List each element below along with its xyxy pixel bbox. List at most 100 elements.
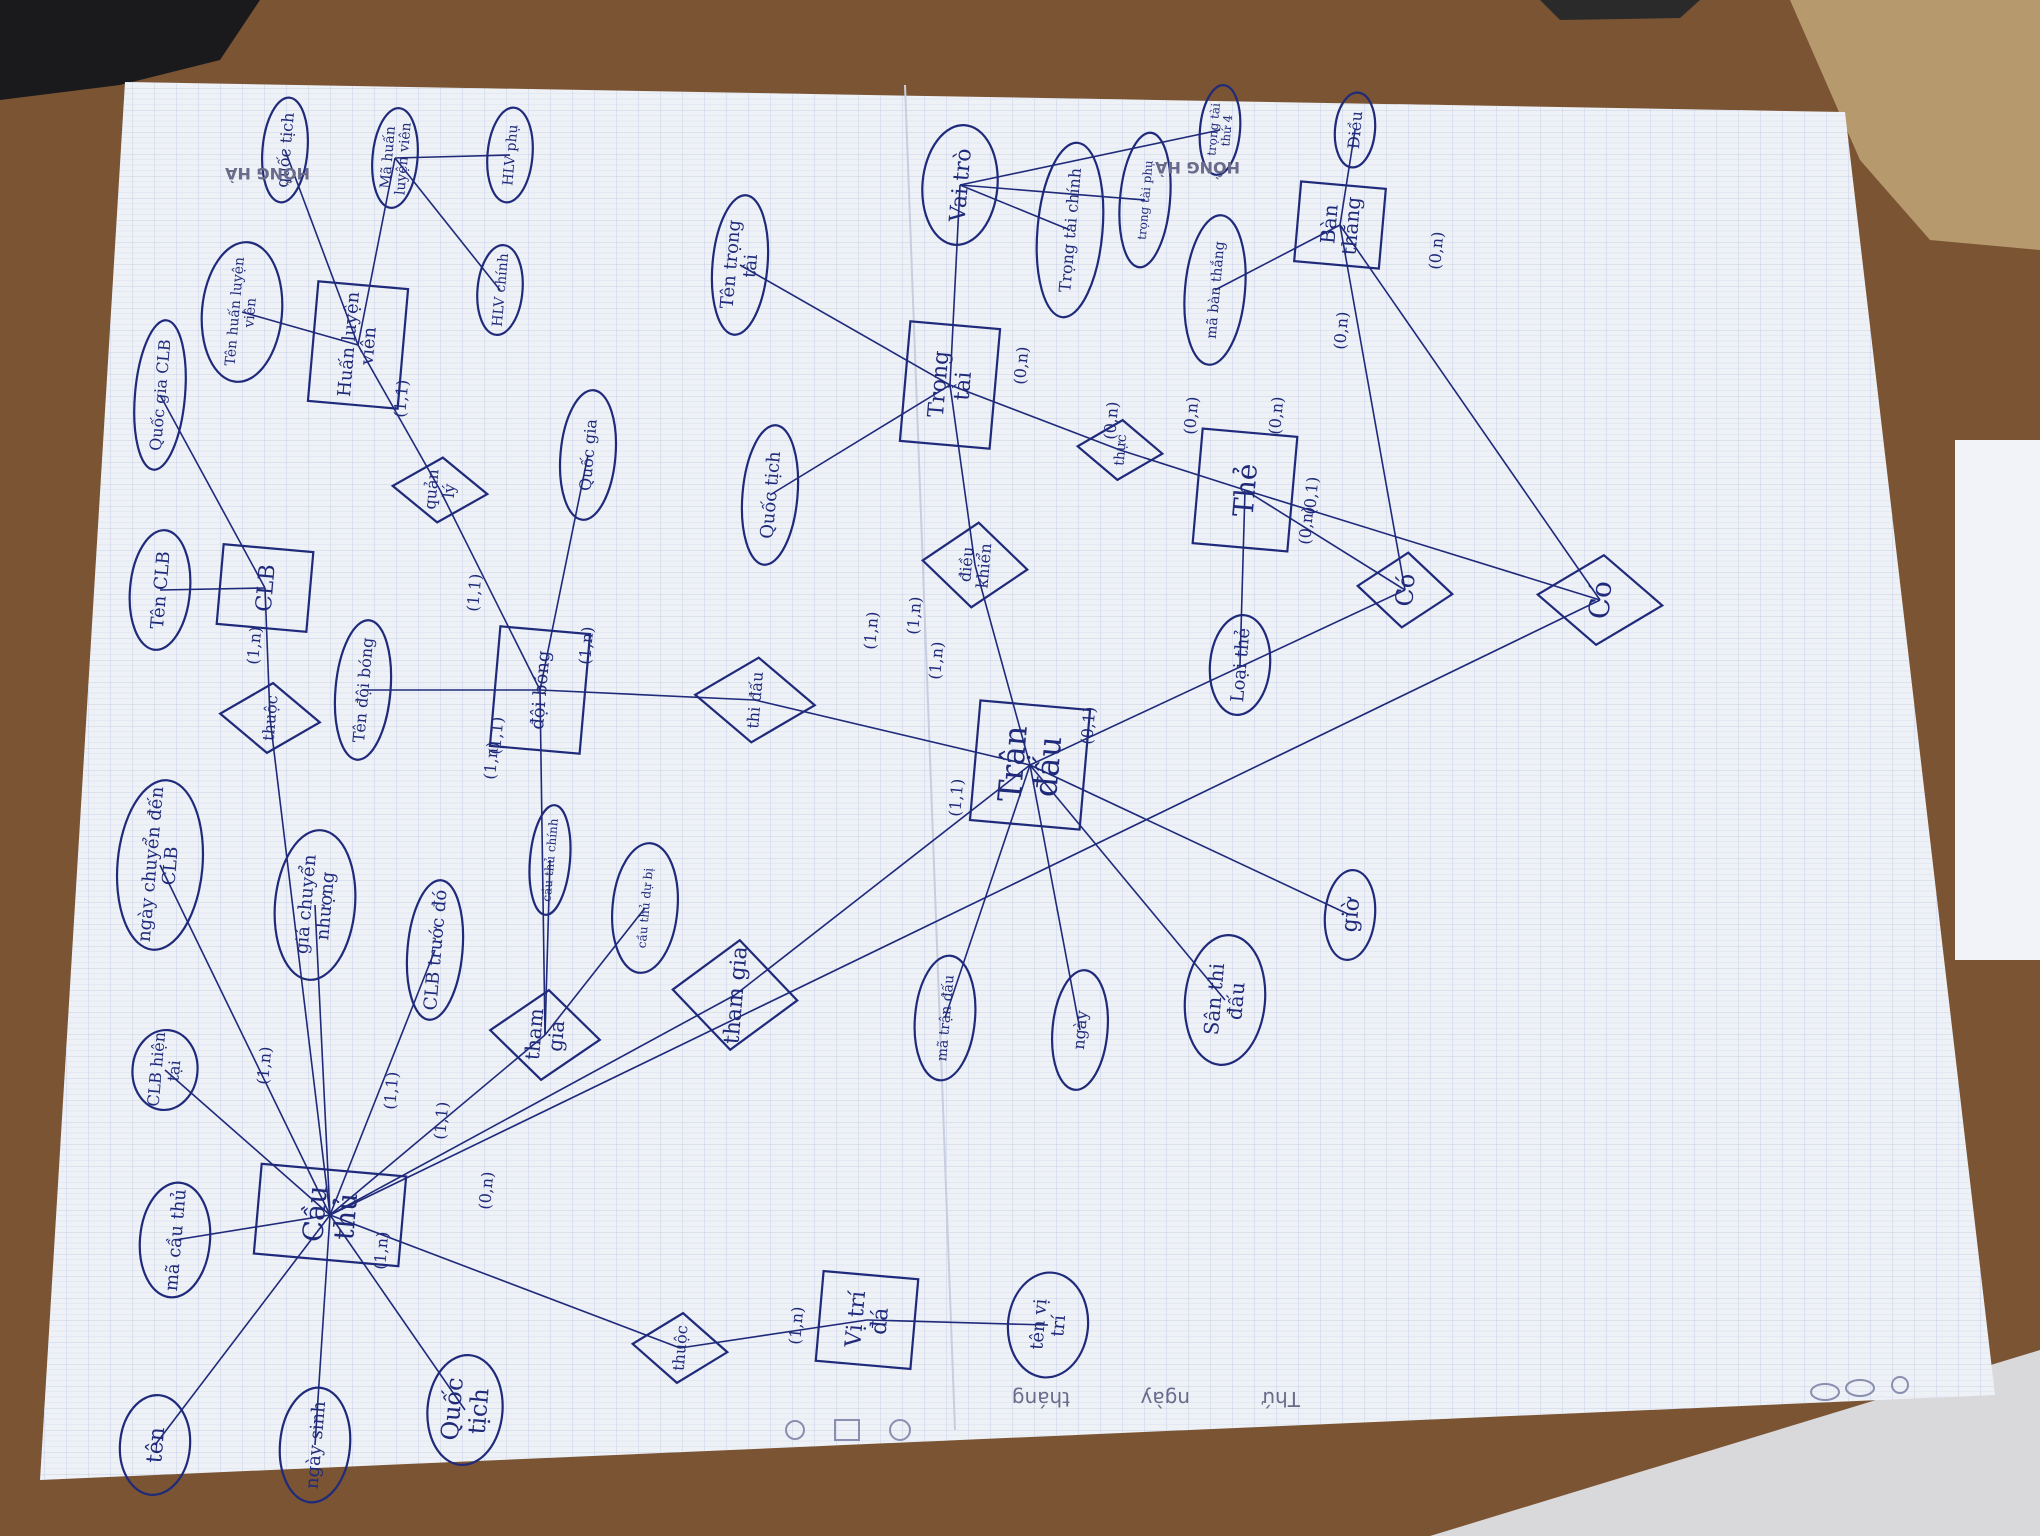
cardinality-c8: (1,1) (463, 573, 485, 612)
attribute-ma-tran-dau: mã trận đấu (913, 954, 977, 1082)
relationship-shape-thuc (1075, 418, 1165, 482)
attribute-quoc-gia-doi: Quốc gia (558, 389, 618, 521)
relationship-dieu-khien: điềukhiển (920, 521, 1030, 609)
cloud-icon (1845, 1379, 1875, 1397)
attribute-shape-ma-tran-dau (913, 954, 977, 1082)
edge-trong-tai-ten-trong-tai (739, 264, 951, 386)
cardinality-c19: (0,n) (1295, 506, 1317, 546)
attribute-shape-ten-doi-bong (333, 619, 393, 761)
edge-tran-dau-san-thi-dau (1029, 764, 1226, 1001)
attribute-shape-gia-chuyen-nhuong (273, 829, 357, 981)
attribute-shape-quoc-tich-tt (740, 424, 800, 566)
edge-huan-luyen-vien-ten-hlv (241, 311, 359, 346)
edge-ban-thang-ma-ban-thang (1214, 224, 1341, 291)
edge-trong-tai-vai-tro (949, 184, 961, 386)
relationship-thuc: thực (1075, 418, 1165, 482)
paper-fold (904, 84, 956, 1431)
cardinality-c4: (1,n) (370, 1231, 392, 1271)
relationship-label-thuc: thực (1112, 434, 1131, 467)
edge-tham-gia-doi-cau-thu-du-bi (544, 907, 646, 1036)
attribute-shape-ngay-sinh (278, 1386, 352, 1504)
entity-trong-tai: Trọngtài (898, 320, 1002, 450)
relationship-shape-tham-gia-doi (488, 988, 602, 1082)
attribute-label-ma-hlv: Mã huấnluyện viên (376, 120, 415, 195)
attribute-shape-quoc-tich-hlv (261, 96, 309, 204)
clock-icon (889, 1419, 911, 1441)
entity-label-tran-dau: Trậnđấu (990, 724, 1070, 806)
attribute-ten-vi-tri: tên vịtrí (1006, 1271, 1090, 1379)
relationship-label-quan-ly: quảnlý (420, 468, 460, 511)
attribute-label-hlv-phu: HLV phụ (500, 124, 521, 187)
edge-cau-thu-ten (154, 1214, 331, 1446)
attribute-cau-thu-chinh: cầu thủ chính (528, 804, 572, 916)
attribute-san-thi-dau: Sân thiđấu (1183, 934, 1267, 1066)
edge-cau-thu-thuoc-vitri (329, 1214, 681, 1349)
edge-doi-bong-quoc-gia-doi (539, 454, 589, 691)
attribute-shape-ten (118, 1393, 192, 1497)
edge-vai-tro-trong-tai-thu-4 (959, 129, 1221, 186)
edge-ban-thang-co-the (1339, 224, 1406, 591)
relationship-label-thuoc-vitri: thuộc (669, 1324, 692, 1371)
attribute-ma-hlv: Mã huấnluyện viên (371, 107, 419, 209)
footer-thu: Thứ (1261, 1387, 1301, 1411)
attribute-hlv-chinh: HLV chính (476, 244, 524, 336)
entity-label-cau-thu: Cầuthủ (296, 1184, 364, 1246)
sun-icon (1891, 1376, 1909, 1394)
cardinality-c15: (0,n) (1100, 401, 1122, 441)
attribute-shape-ngay (1051, 969, 1109, 1091)
attribute-shape-clb-truoc-do (405, 879, 465, 1021)
relationship-thuoc-vitri: thuộc (630, 1311, 730, 1385)
brand-text: HỒNG HÀ (225, 164, 310, 186)
entity-label-clb: CLB (252, 563, 281, 613)
edge-ban-thang-dieu (1339, 129, 1356, 226)
entity-the: Thẻ (1191, 427, 1299, 553)
entity-shape-ban-thang (1292, 180, 1388, 270)
attribute-shape-quoc-gia-doi (558, 389, 618, 521)
cardinality-c2: (1,1) (380, 1071, 402, 1110)
edge-doi-bong-thi-dau (539, 689, 756, 701)
attribute-shape-vai-tro (921, 124, 999, 246)
cardinality-c13: (1,n) (925, 641, 947, 681)
attribute-shape-ten-vi-tri (1006, 1271, 1090, 1379)
entity-ban-thang: Bànthắng (1292, 180, 1388, 270)
relationship-label-co-ban: Có (1582, 580, 1618, 621)
attribute-shape-ma-ban-thang (1183, 214, 1247, 366)
relationship-shape-tham-gia-tran (671, 938, 799, 1052)
cardinality-c25: (1,1) (945, 778, 967, 817)
edge-co-the-tran-dau (1029, 589, 1406, 766)
weather-icons (1810, 1376, 1909, 1401)
edge-trong-tai-dieu-khien (949, 384, 976, 566)
entity-tran-dau: Trậnđấu (968, 699, 1092, 831)
attribute-shape-ten-clb (128, 529, 192, 651)
cardinality-c20: (0,n) (1330, 311, 1352, 351)
entity-shape-the (1191, 427, 1299, 553)
relationship-label-dieu-khien: điềukhiển (955, 541, 995, 589)
entity-shape-clb (215, 543, 315, 633)
edge-tran-dau-ma-tran-dau (944, 764, 1031, 1019)
attribute-shape-ten-hlv (200, 241, 284, 383)
attribute-label-dieu: Điều (1344, 110, 1366, 150)
attribute-shape-ma-hlv (371, 107, 419, 209)
cardinality-c1: (1,n) (253, 1046, 275, 1086)
edge-vi-tri-da-ten-vi-tri (866, 1319, 1049, 1326)
entity-shape-huan-luyen-vien (306, 280, 410, 410)
edge-cau-thu-clb-hien-tai (164, 1069, 331, 1216)
attribute-label-cau-thu-du-bi: cầu thủ dự bị (634, 867, 656, 949)
attribute-shape-cau-thu-du-bi (611, 842, 679, 974)
page-icons (785, 1419, 911, 1441)
cardinality-c18: (0,1) (1300, 476, 1322, 515)
cardinality-c14: (0,n) (1010, 346, 1032, 386)
relationship-tham-gia-doi: thamgia (488, 988, 602, 1082)
entity-label-vi-tri-da: Vị tríđá (841, 1289, 895, 1351)
edge-tham-gia-doi-cau-thu-chinh (544, 859, 551, 1036)
dark-object (1540, 0, 1700, 20)
edge-thuc-the (1119, 449, 1246, 491)
entity-shape-tran-dau (968, 699, 1092, 831)
rain-cloud-icon (1810, 1383, 1840, 1401)
cardinality-c6: (1,n) (243, 626, 265, 666)
attribute-hlv-phu: HLV phụ (486, 106, 534, 204)
entity-shape-cau-thu (252, 1162, 408, 1268)
brand-text-2: HỒNG HÀ (1155, 158, 1240, 180)
attribute-label-gio: giờ (1337, 895, 1365, 933)
attribute-label-trong-tai-phu: trọng tài phụ (1135, 159, 1156, 240)
